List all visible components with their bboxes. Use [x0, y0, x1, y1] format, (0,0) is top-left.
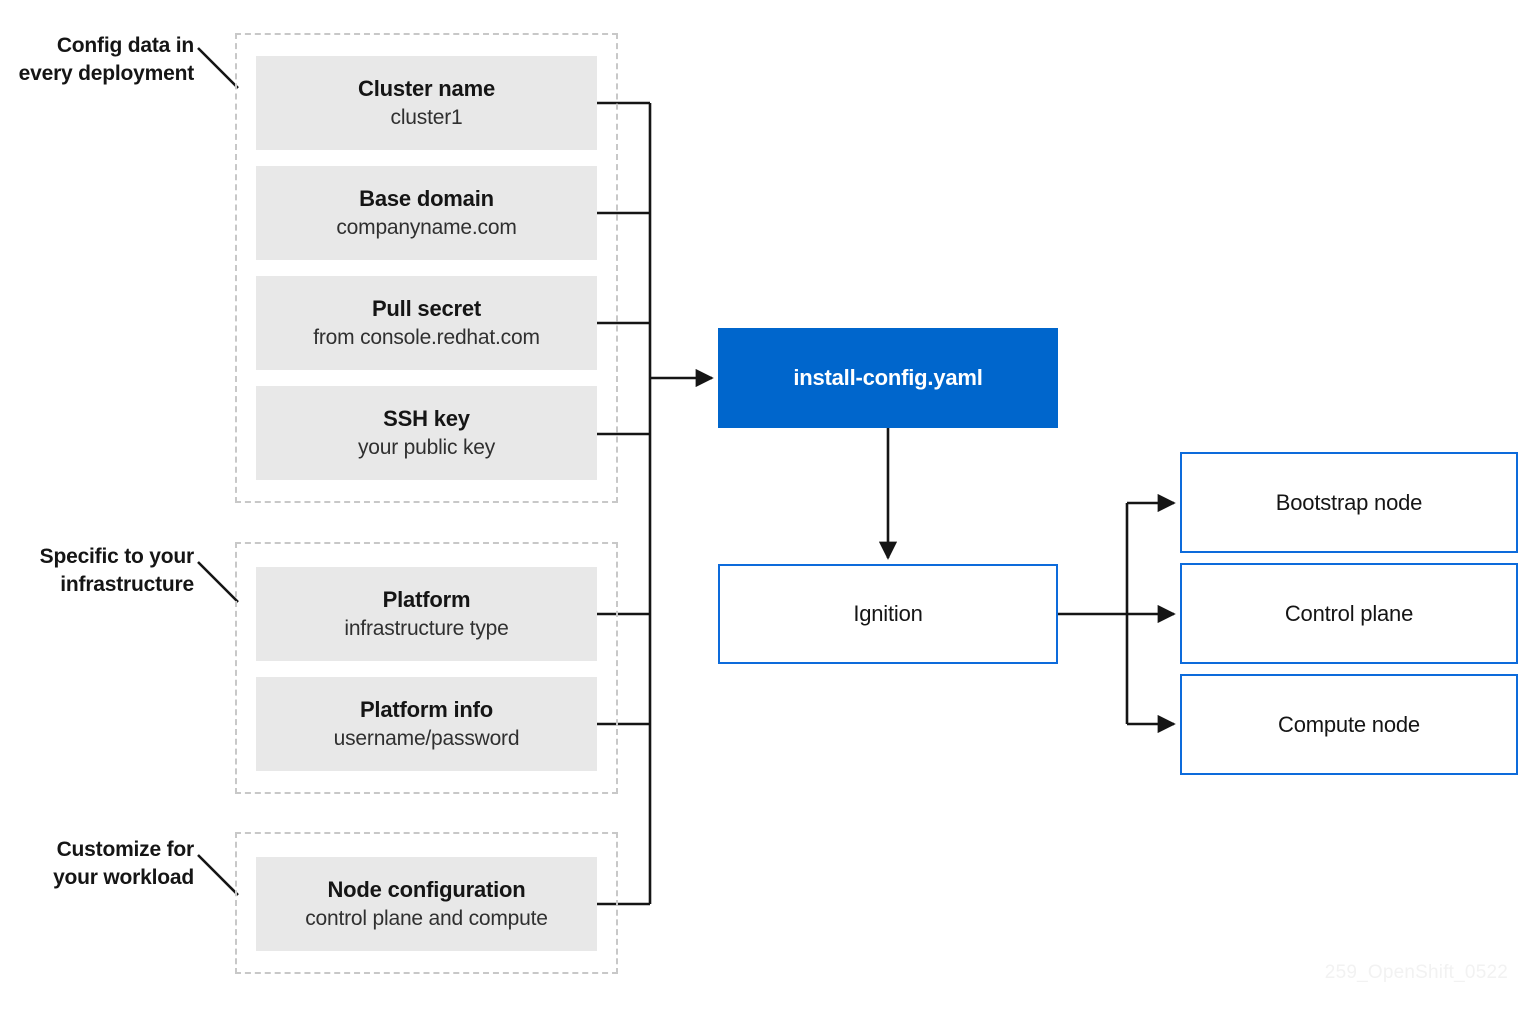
node-bootstrap-node-label: Bootstrap node	[1275, 489, 1423, 515]
node-control-plane-label: Control plane	[1284, 600, 1414, 626]
watermark-label: 259_OpenShift_0522	[1324, 962, 1508, 983]
annotation-workload-line2: your workload	[53, 865, 194, 889]
card-cluster-name-title: Cluster name	[358, 75, 495, 101]
card-base-domain[interactable]: Base domain companyname.com	[256, 166, 597, 260]
node-ignition-label: Ignition	[853, 601, 923, 626]
node-install-config-yaml-label: install-config.yaml	[793, 365, 983, 390]
branch-arrows	[1127, 493, 1176, 734]
card-platform[interactable]: Platform infrastructure type	[256, 567, 597, 661]
card-platform-value: infrastructure type	[344, 616, 509, 640]
leader-line-config	[197, 47, 239, 89]
card-pull-secret-title: Pull secret	[371, 295, 482, 321]
leader-lines	[197, 47, 239, 896]
group-infrastructure	[235, 542, 618, 794]
card-ssh-key-value: your public key	[357, 435, 496, 459]
annotation-infrastructure: Specific to your infrastructure	[0, 543, 195, 598]
leader-line-workload	[197, 854, 239, 896]
card-node-configuration-value: control plane and compute	[305, 906, 548, 930]
card-base-domain-value: companyname.com	[336, 215, 517, 239]
annotation-infrastructure-line1: Specific to your	[39, 545, 195, 568]
group-config-data	[235, 33, 618, 503]
group-workload	[235, 832, 618, 974]
annotation-workload-line1: Customize for	[56, 838, 195, 861]
annotation-infrastructure-line2: infrastructure	[60, 572, 194, 596]
node-bootstrap-node[interactable]: Bootstrap node	[1180, 452, 1518, 553]
card-ssh-key[interactable]: SSH key your public key	[256, 386, 597, 480]
card-pull-secret[interactable]: Pull secret from console.redhat.com	[256, 276, 597, 370]
node-compute-node[interactable]: Compute node	[1180, 674, 1518, 775]
annotation-config-data-line2: every deployment	[18, 61, 195, 85]
annotation-workload: Customize for your workload	[0, 836, 194, 891]
card-platform-info-value: username/password	[333, 726, 520, 750]
card-platform-info[interactable]: Platform info username/password	[256, 677, 597, 771]
annotation-config-data: Config data in every deployment	[0, 32, 195, 87]
card-ssh-key-title: SSH key	[383, 405, 470, 431]
card-platform-title: Platform	[382, 586, 471, 612]
card-cluster-name[interactable]: Cluster name cluster1	[256, 56, 597, 150]
card-cluster-name-value: cluster1	[390, 105, 463, 129]
card-pull-secret-value: from console.redhat.com	[313, 325, 540, 349]
card-platform-info-title: Platform info	[359, 696, 494, 722]
node-install-config-yaml[interactable]: install-config.yaml	[718, 328, 1058, 428]
leader-line-infrastructure	[197, 561, 239, 603]
node-ignition[interactable]: Ignition	[718, 564, 1058, 664]
card-base-domain-title: Base domain	[359, 185, 494, 211]
annotation-config-data-line1: Config data in	[56, 34, 194, 57]
node-control-plane[interactable]: Control plane	[1180, 563, 1518, 664]
card-node-configuration-title: Node configuration	[327, 876, 526, 902]
card-node-configuration[interactable]: Node configuration control plane and com…	[256, 857, 597, 951]
node-compute-node-label: Compute node	[1278, 711, 1420, 737]
